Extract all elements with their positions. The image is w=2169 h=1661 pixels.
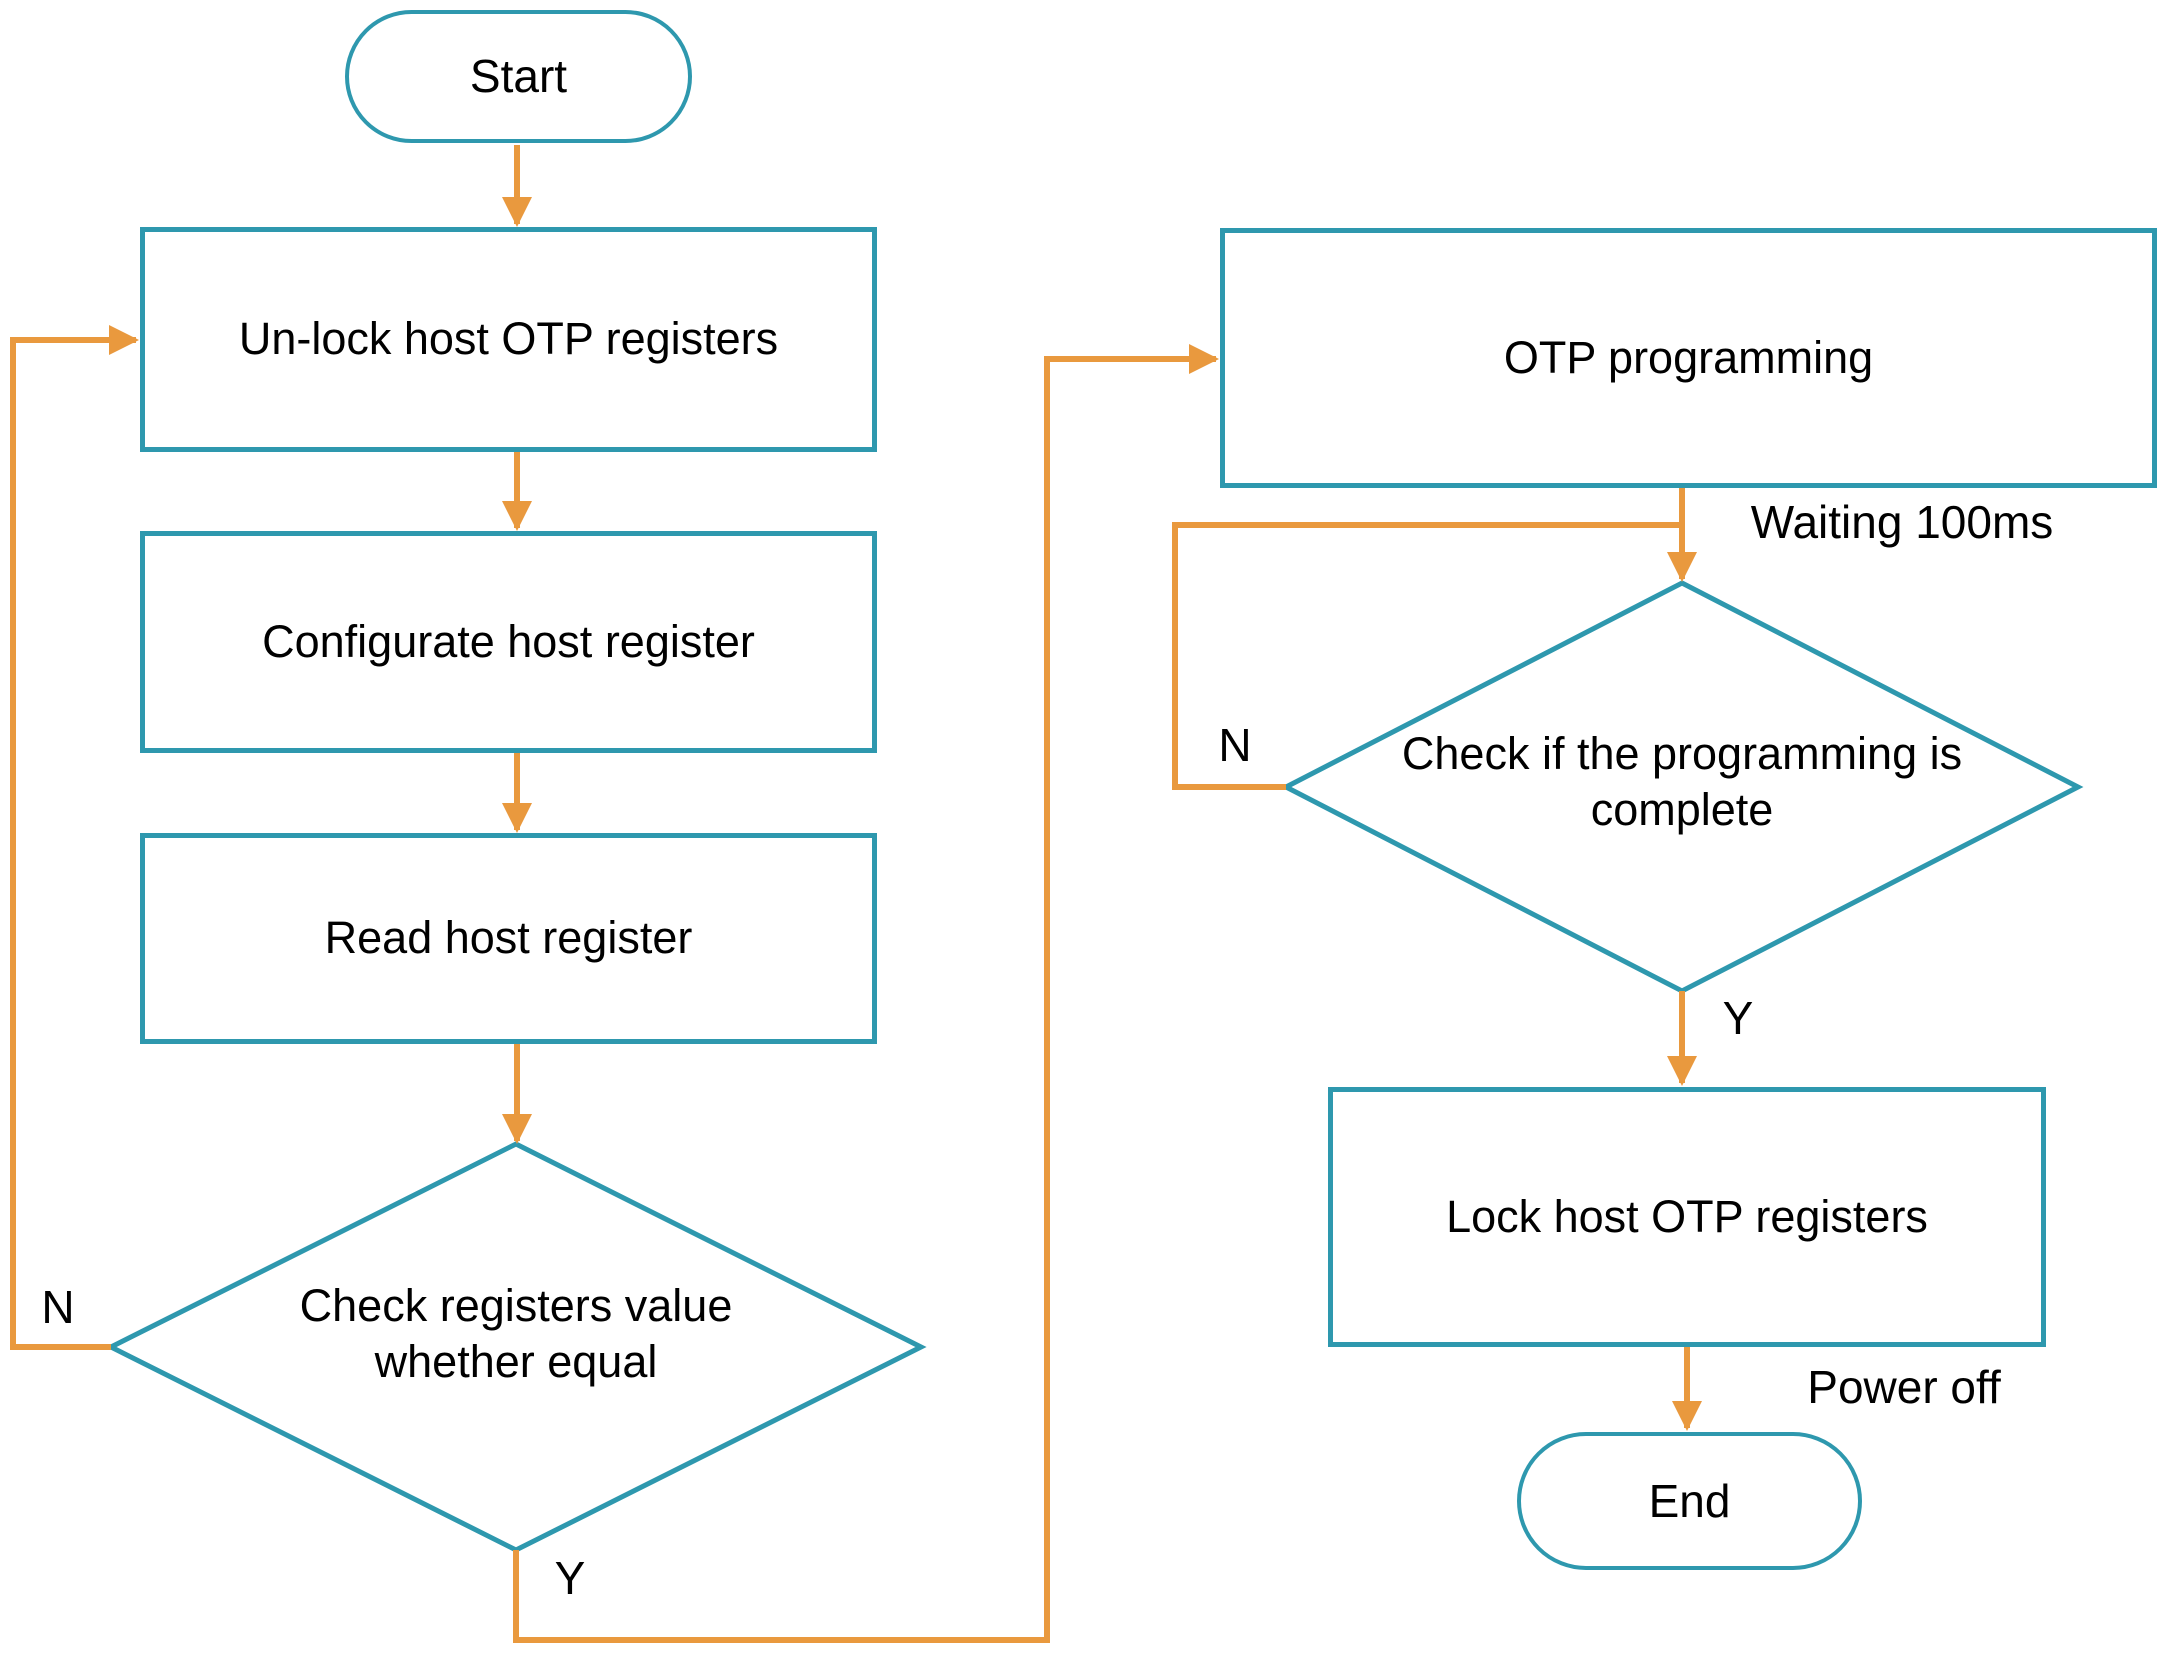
edge-label-n-check-complete: N xyxy=(1218,719,1252,771)
node-lock-host-otp-registers: Lock host OTP registers xyxy=(1328,1087,2046,1347)
node-check-programming-complete-label: Check if the programming is complete xyxy=(1401,727,1963,835)
edge-label-y-check-complete: Y xyxy=(1722,992,1754,1044)
edge-check-complete-n-loop xyxy=(1172,522,1682,790)
edge-check-equal-n-loop xyxy=(10,325,139,1350)
node-otp-programming: OTP programming xyxy=(1220,228,2157,488)
node-read-host-register: Read host register xyxy=(140,833,877,1044)
edge-label-power-off: Power off xyxy=(1807,1361,2001,1413)
node-start: Start xyxy=(345,10,692,143)
node-check-registers-equal-label: Check registers value whether equal xyxy=(299,1279,733,1387)
edge-label-n-check-equal: N xyxy=(41,1281,75,1333)
node-unlock-host-otp-registers: Un-lock host OTP registers xyxy=(140,227,877,452)
edge-label-y-check-equal: Y xyxy=(554,1552,586,1604)
connector-group xyxy=(10,145,1702,1643)
node-configurate-host-register: Configurate host register xyxy=(140,531,877,753)
edge-check-equal-y-to-otp xyxy=(513,344,1219,1643)
edge-label-waiting-100ms: Waiting 100ms xyxy=(1750,496,2054,548)
node-end: End xyxy=(1517,1432,1862,1570)
